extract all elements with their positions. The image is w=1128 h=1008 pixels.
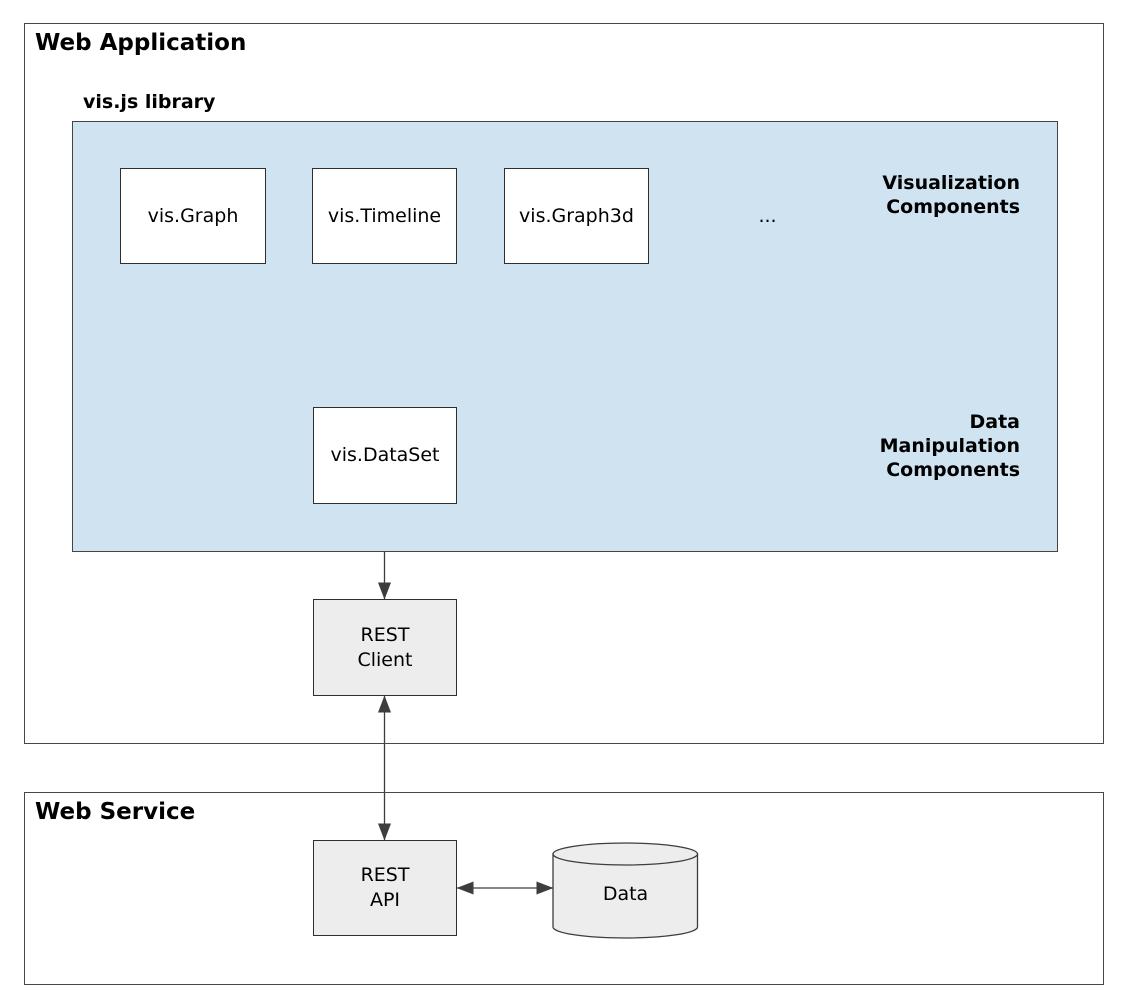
node-vis-timeline: vis.Timeline <box>312 168 457 264</box>
web-application-box <box>24 23 1104 744</box>
data-cylinder <box>552 842 699 939</box>
visualization-components-text: Visualization Components <box>882 172 1020 218</box>
node-rest-client-label: REST Client <box>357 623 413 671</box>
node-rest-api: REST API <box>313 840 457 936</box>
web-service-title: Web Service <box>35 799 196 825</box>
node-more: ... <box>695 168 840 264</box>
node-vis-dataset-label: vis.DataSet <box>330 444 440 466</box>
node-rest-api-label: REST API <box>360 864 410 911</box>
node-vis-dataset: vis.DataSet <box>313 407 457 504</box>
node-vis-timeline-label: vis.Timeline <box>327 204 442 227</box>
data-store-label: Data <box>602 883 649 905</box>
web-application-title: Web Application <box>35 30 247 56</box>
node-more-label: ... <box>758 204 777 227</box>
vis-library-title: vis.js library <box>83 91 216 113</box>
node-vis-graph3d-label: vis.Graph3d <box>519 204 634 227</box>
node-vis-graph: vis.Graph <box>120 168 266 264</box>
data-manipulation-components-label: Data Manipulation Components <box>820 410 1020 482</box>
data-manipulation-components-text: Data Manipulation Components <box>879 411 1020 481</box>
web-service-box <box>24 792 1104 985</box>
visualization-components-label: Visualization Components <box>820 171 1020 219</box>
node-vis-graph3d: vis.Graph3d <box>504 168 649 264</box>
node-vis-graph-label: vis.Graph <box>147 204 239 227</box>
node-rest-client: REST Client <box>313 599 457 696</box>
